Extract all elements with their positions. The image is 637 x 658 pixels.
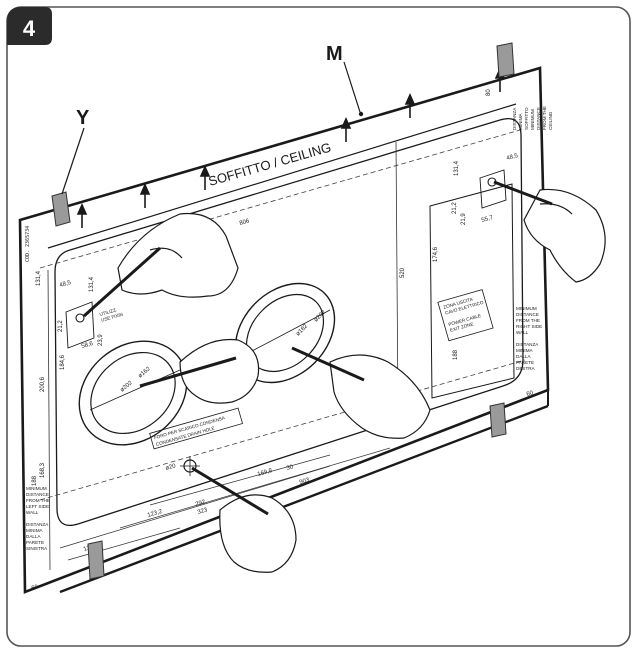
dim-left-131-4b: 131,4 xyxy=(89,276,95,292)
dim-bottom-292: 292 xyxy=(195,499,207,508)
note-right-line-7: DISTANZA xyxy=(516,342,539,347)
hands-illustrations xyxy=(82,180,606,573)
dim-bottom-169-8: 169,8 xyxy=(257,468,274,478)
hand-right-center-icon xyxy=(291,346,431,439)
note-utility-line-1: UTILIZZ. xyxy=(99,307,118,317)
note-left-line-5: WALL xyxy=(26,510,39,515)
note-left-wall: MINIMUM DISTANCE FROM THE LEFT SIDE WALL… xyxy=(26,486,50,551)
dim-right-55-7: 55,7 xyxy=(481,215,495,224)
dim-left-200-6: 200,6 xyxy=(40,376,46,392)
callout-m-label: M xyxy=(326,43,343,65)
note-left-line-7: DISTANZA xyxy=(26,522,49,527)
note-ceiling-line-3: SOFFITTO xyxy=(524,107,529,130)
dim-right-48-5: 48,5 xyxy=(506,153,520,162)
note-left-line-8: MINIMA xyxy=(26,528,44,533)
note-right-line-1: MINIMUM xyxy=(516,306,537,311)
note-right-line-3: FROM THE xyxy=(516,318,540,323)
dim-bottom-123-2: 123,2 xyxy=(147,509,164,519)
dim-right-21-2: 21,2 xyxy=(452,202,458,214)
tape-bottom-left xyxy=(87,540,105,580)
note-left-line-1: MINIMUM xyxy=(26,486,47,491)
note-right-line-9: DALLA xyxy=(516,354,531,359)
note-left-line-9: DALLA xyxy=(26,534,41,539)
vertical-520-line xyxy=(395,141,399,411)
dim-left-23-9: 23,9 xyxy=(98,334,104,346)
dim-bottom-903: 903 xyxy=(299,477,311,486)
dim-right-131-4: 131,4 xyxy=(454,160,460,176)
template-sheet xyxy=(18,66,550,594)
callout-y-label: Y xyxy=(76,107,90,129)
tape-top-right xyxy=(496,42,515,78)
note-right-line-10: PARETE xyxy=(516,360,534,365)
template-code: COD. 2365734 xyxy=(25,226,31,262)
dim-left-21-2: 21,2 xyxy=(58,320,64,332)
note-ceiling-line-7: CEILING xyxy=(548,111,553,130)
dim-left-188: 188 xyxy=(32,475,38,486)
dim-174-6: 174,6 xyxy=(433,246,439,262)
dim-left-48-5: 48,5 xyxy=(59,280,73,289)
dim-left-168-3: 168,3 xyxy=(40,462,46,478)
note-utility-line-2: USE FIXIN xyxy=(101,312,124,323)
dim-left-184-6: 184,6 xyxy=(60,354,66,370)
left-pipe-hole xyxy=(78,340,188,446)
adhesive-tapes xyxy=(51,42,515,580)
left-fixing-point xyxy=(75,313,85,323)
note-power-line-5: EXIT ZONE xyxy=(449,321,474,332)
dim-width: 806 xyxy=(239,218,251,227)
callout-m: M xyxy=(326,43,364,117)
power-cable-zone xyxy=(429,183,515,399)
note-ceiling-distance: DISTANZA MINIMA SOFFITTO MINIMUM DISTANC… xyxy=(512,106,553,130)
note-ceiling-line-6: FROM THE xyxy=(542,106,547,130)
tape-bottom-right xyxy=(489,402,507,438)
dim-right-188: 188 xyxy=(453,349,459,360)
note-right-line-8: MINIMA xyxy=(516,348,534,353)
note-left-line-10: PARETE xyxy=(26,540,44,545)
note-left-line-4: LEFT SIDE xyxy=(26,504,49,509)
ceiling-line xyxy=(47,103,517,249)
note-right-line-5: WALL xyxy=(516,330,529,335)
tape-top-left xyxy=(51,191,71,227)
note-right-line-11: DESTRA xyxy=(516,366,536,371)
dim-right-80: 80 xyxy=(486,89,492,96)
hand-right-top-icon xyxy=(493,180,606,283)
note-ceiling-line-4: MINIMUM xyxy=(530,109,535,130)
dim-right-60: 60 xyxy=(526,390,535,398)
note-ceiling-line-2: MINIMA xyxy=(518,112,523,130)
dim-left-58-6: 58,6 xyxy=(81,341,95,350)
note-left-line-2: DISTANCE xyxy=(26,492,49,497)
note-left-line-3: FROM THE xyxy=(26,498,50,503)
note-ceiling-line-1: DISTANZA xyxy=(512,107,517,130)
hand-top-left-icon xyxy=(82,212,239,318)
dim-bottom-30: 30 xyxy=(286,464,295,472)
note-right-line-4: RIGHT SIDE xyxy=(516,324,542,329)
dim-left-60: 60 xyxy=(31,584,40,592)
note-right-wall: MINIMUM DISTANCE FROM THE RIGHT SIDE WAL… xyxy=(516,306,542,371)
step-badge: 4 xyxy=(7,7,52,45)
note-right-line-2: DISTANCE xyxy=(516,312,539,317)
callout-y: Y xyxy=(61,107,90,195)
hand-bottom-icon xyxy=(191,466,297,573)
dim-left-131-4: 131,4 xyxy=(36,270,42,286)
dim-drain-20: ø20 xyxy=(165,463,177,472)
dim-height: 520 xyxy=(400,267,406,278)
dim-bottom-323: 323 xyxy=(197,507,209,516)
dim-right-21-9: 21,9 xyxy=(461,213,467,225)
note-left-line-11: SINISTRA xyxy=(26,546,48,551)
note-ceiling-line-5: DISTANCE xyxy=(536,107,541,130)
hand-center-icon xyxy=(139,338,260,404)
step-number: 4 xyxy=(23,16,36,41)
unit-outline xyxy=(54,117,524,527)
